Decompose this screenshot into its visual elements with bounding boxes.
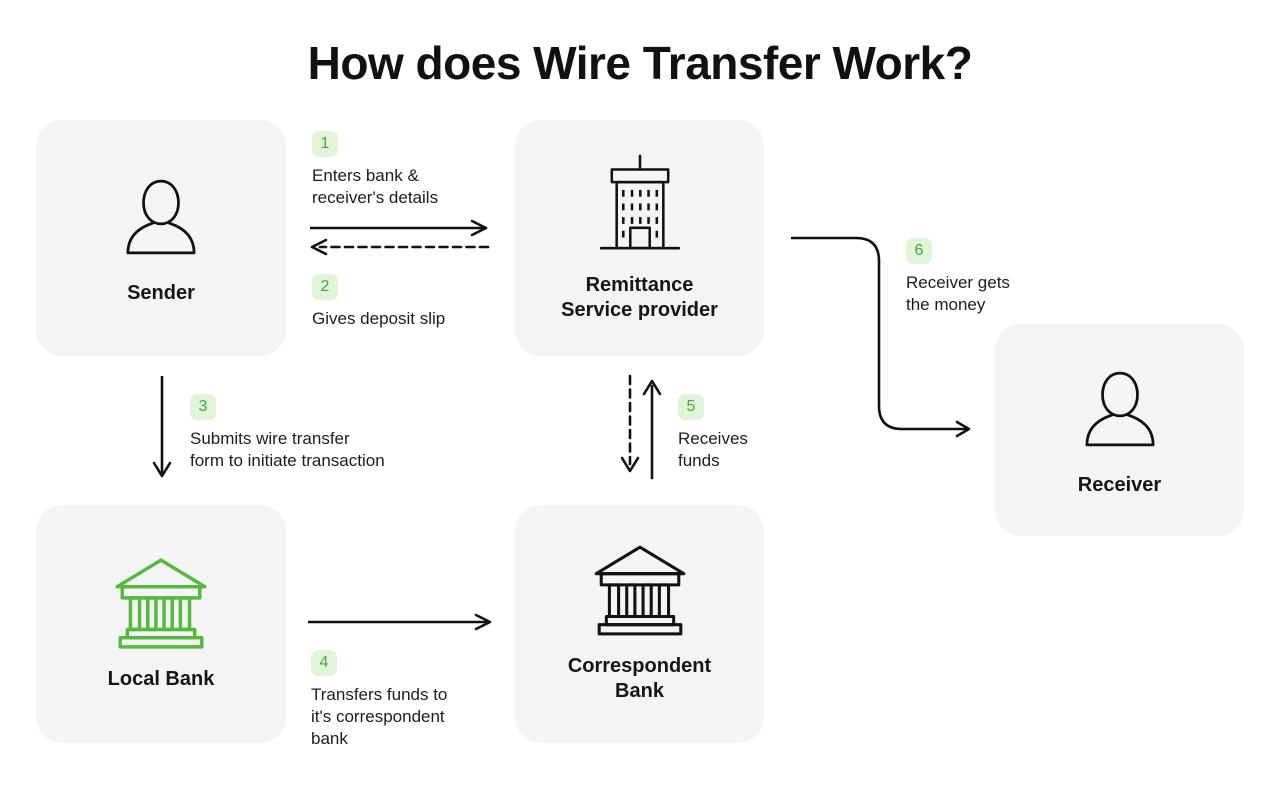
step-4: 4 Transfers funds to it's correspondent … [311, 650, 447, 750]
node-correspondent-bank: Correspondent Bank [515, 505, 764, 743]
step-5-label: Receives funds [678, 429, 748, 470]
node-receiver-label: Receiver [1077, 473, 1162, 496]
office-building-icon [596, 153, 684, 255]
node-local-bank: Local Bank [36, 505, 286, 743]
step-2: 2 Gives deposit slip [312, 274, 445, 330]
node-sender-label: Sender [127, 281, 195, 304]
person-icon [115, 171, 207, 263]
bank-icon [110, 557, 212, 649]
node-receiver: Receiver [995, 324, 1244, 536]
arrow-remittance-correspondent-exchange [620, 374, 662, 480]
step-1: 1 Enters bank & receiver's details [312, 131, 438, 209]
step-5-badge: 5 [678, 394, 704, 420]
step-4-label: Transfers funds to it's correspondent ba… [311, 685, 448, 748]
person-icon [1074, 363, 1166, 455]
node-remittance-label: Remittance Service provider [561, 274, 718, 321]
node-remittance-service-provider: Remittance Service provider [515, 120, 764, 356]
step-6: 6 Receiver gets the money [906, 238, 1010, 316]
arrow-remittance-to-receiver-curve [791, 236, 971, 438]
bank-icon [589, 544, 691, 636]
step-2-badge: 2 [312, 274, 338, 300]
node-correspondent-bank-label: Correspondent Bank [567, 655, 712, 702]
arrow-remittance-to-sender-dashed [310, 238, 490, 256]
step-3-badge: 3 [190, 394, 216, 420]
step-4-badge: 4 [311, 650, 337, 676]
step-6-label: Receiver gets the money [906, 273, 1010, 314]
arrow-sender-to-local-bank [152, 376, 172, 478]
step-1-badge: 1 [312, 131, 338, 157]
step-1-label: Enters bank & receiver's details [312, 166, 439, 207]
step-3: 3 Submits wire transfer form to initiate… [190, 394, 385, 472]
node-local-bank-label: Local Bank [107, 667, 215, 690]
arrow-local-bank-to-correspondent-bank [308, 613, 492, 631]
step-5: 5 Receives funds [678, 394, 748, 472]
diagram-title: How does Wire Transfer Work? [307, 37, 973, 89]
step-6-badge: 6 [906, 238, 932, 264]
node-sender: Sender [36, 120, 286, 356]
arrow-sender-to-remittance [310, 219, 488, 237]
step-2-label: Gives deposit slip [312, 309, 446, 328]
step-3-label: Submits wire transfer form to initiate t… [190, 429, 385, 470]
